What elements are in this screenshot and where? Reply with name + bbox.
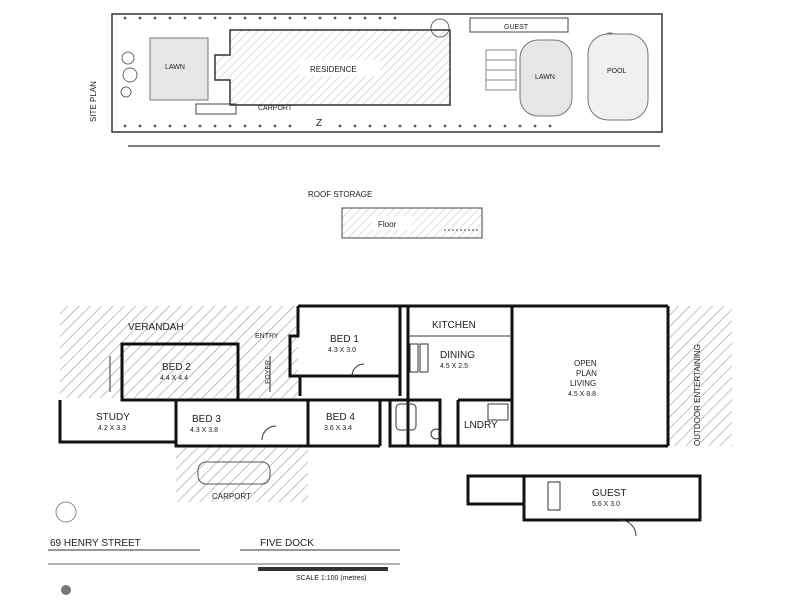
title-block: 69 HENRY STREET FIVE DOCK SCALE 1:100 (m… [48,501,400,595]
guest-label: GUEST [592,488,626,499]
compass-icon [55,501,77,523]
bed4-label: BED 4 [326,412,355,423]
site-guest [469,17,569,33]
verandah-area [60,306,298,398]
site-lawn-left [149,37,209,101]
laundry-label: LNDRY [464,420,498,431]
hedge-dots [123,16,552,128]
site-lawn-right-label: LAWN [535,74,555,81]
site-carport-label: CARPORT [258,105,293,112]
site-deck [485,49,517,91]
suburb-text: FIVE DOCK [260,538,314,549]
open-plan-line1: OPEN [574,359,597,368]
site-lawn-left-label: LAWN [165,64,185,71]
open-plan-dims: 4.5 X 8.8 [568,391,596,398]
site-pool [587,33,649,121]
study-label: STUDY [96,412,130,423]
floor-plan: VERANDAH OUTDOOR ENTERTAINING CARPORT [58,304,732,537]
site-boundary [111,13,663,133]
bed4-dims: 3.6 X 3.4 [324,425,352,432]
site-pool-label: POOL [607,68,627,75]
site-plan: LAWN RESIDENCE CARPORT GUEST LAWN POOL Z… [89,13,663,133]
scale-note: SCALE 1:100 (metres) [296,575,366,582]
roof-storage: ROOF STORAGE Floor [128,145,660,239]
scale-bar [258,567,388,571]
roof-floor-label: Floor [378,220,397,229]
site-residence-label: RESIDENCE [310,65,357,74]
carport-label: CARPORT [212,492,251,501]
outdoor-entertaining-label: OUTDOOR ENTERTAINING [693,344,702,446]
bed1-label: BED 1 [330,334,359,345]
guest-door-arc [619,519,637,537]
site-guest-label: GUEST [504,24,529,31]
bed1-dims: 4.3 X 3.0 [328,347,356,354]
open-plan-line2: PLAN [576,369,597,378]
site-plan-side-label: SITE PLAN [89,81,98,122]
address-text: 69 HENRY STREET [50,538,141,549]
verandah-label: VERANDAH [128,322,184,333]
bed2-dims: 4.4 X 4.4 [160,375,188,382]
logo-icon [61,585,71,595]
guest-dims: 5.6 X 3.0 [592,501,620,508]
roof-storage-title: ROOF STORAGE [308,190,372,199]
open-plan-line3: LIVING [570,379,596,388]
interior-details [109,335,512,441]
outdoor-entertaining-area [668,306,732,446]
foyer-label: FOYER [265,360,272,384]
site-carport-block [195,103,237,115]
bed3-label: BED 3 [192,414,221,425]
north-arrow-icon: Z [316,118,322,129]
roof-floor-label-bg [372,216,412,230]
guest-walls [466,474,702,522]
guest-bed-icon [547,481,561,511]
bed3-dims: 4.3 X 3.8 [190,427,218,434]
bed2-label: BED 2 [162,362,191,373]
site-residence-label-bg [300,60,380,76]
study-dims: 4.2 X 3.3 [98,425,126,432]
site-lawn-right [519,39,573,117]
entry-label: ENTRY [255,333,279,340]
carport-car-icon [197,461,271,485]
dining-dims: 4.5 X 2.5 [440,363,468,370]
house-walls [58,304,670,448]
kitchen-label: KITCHEN [432,320,476,331]
dining-label: DINING [440,350,475,361]
